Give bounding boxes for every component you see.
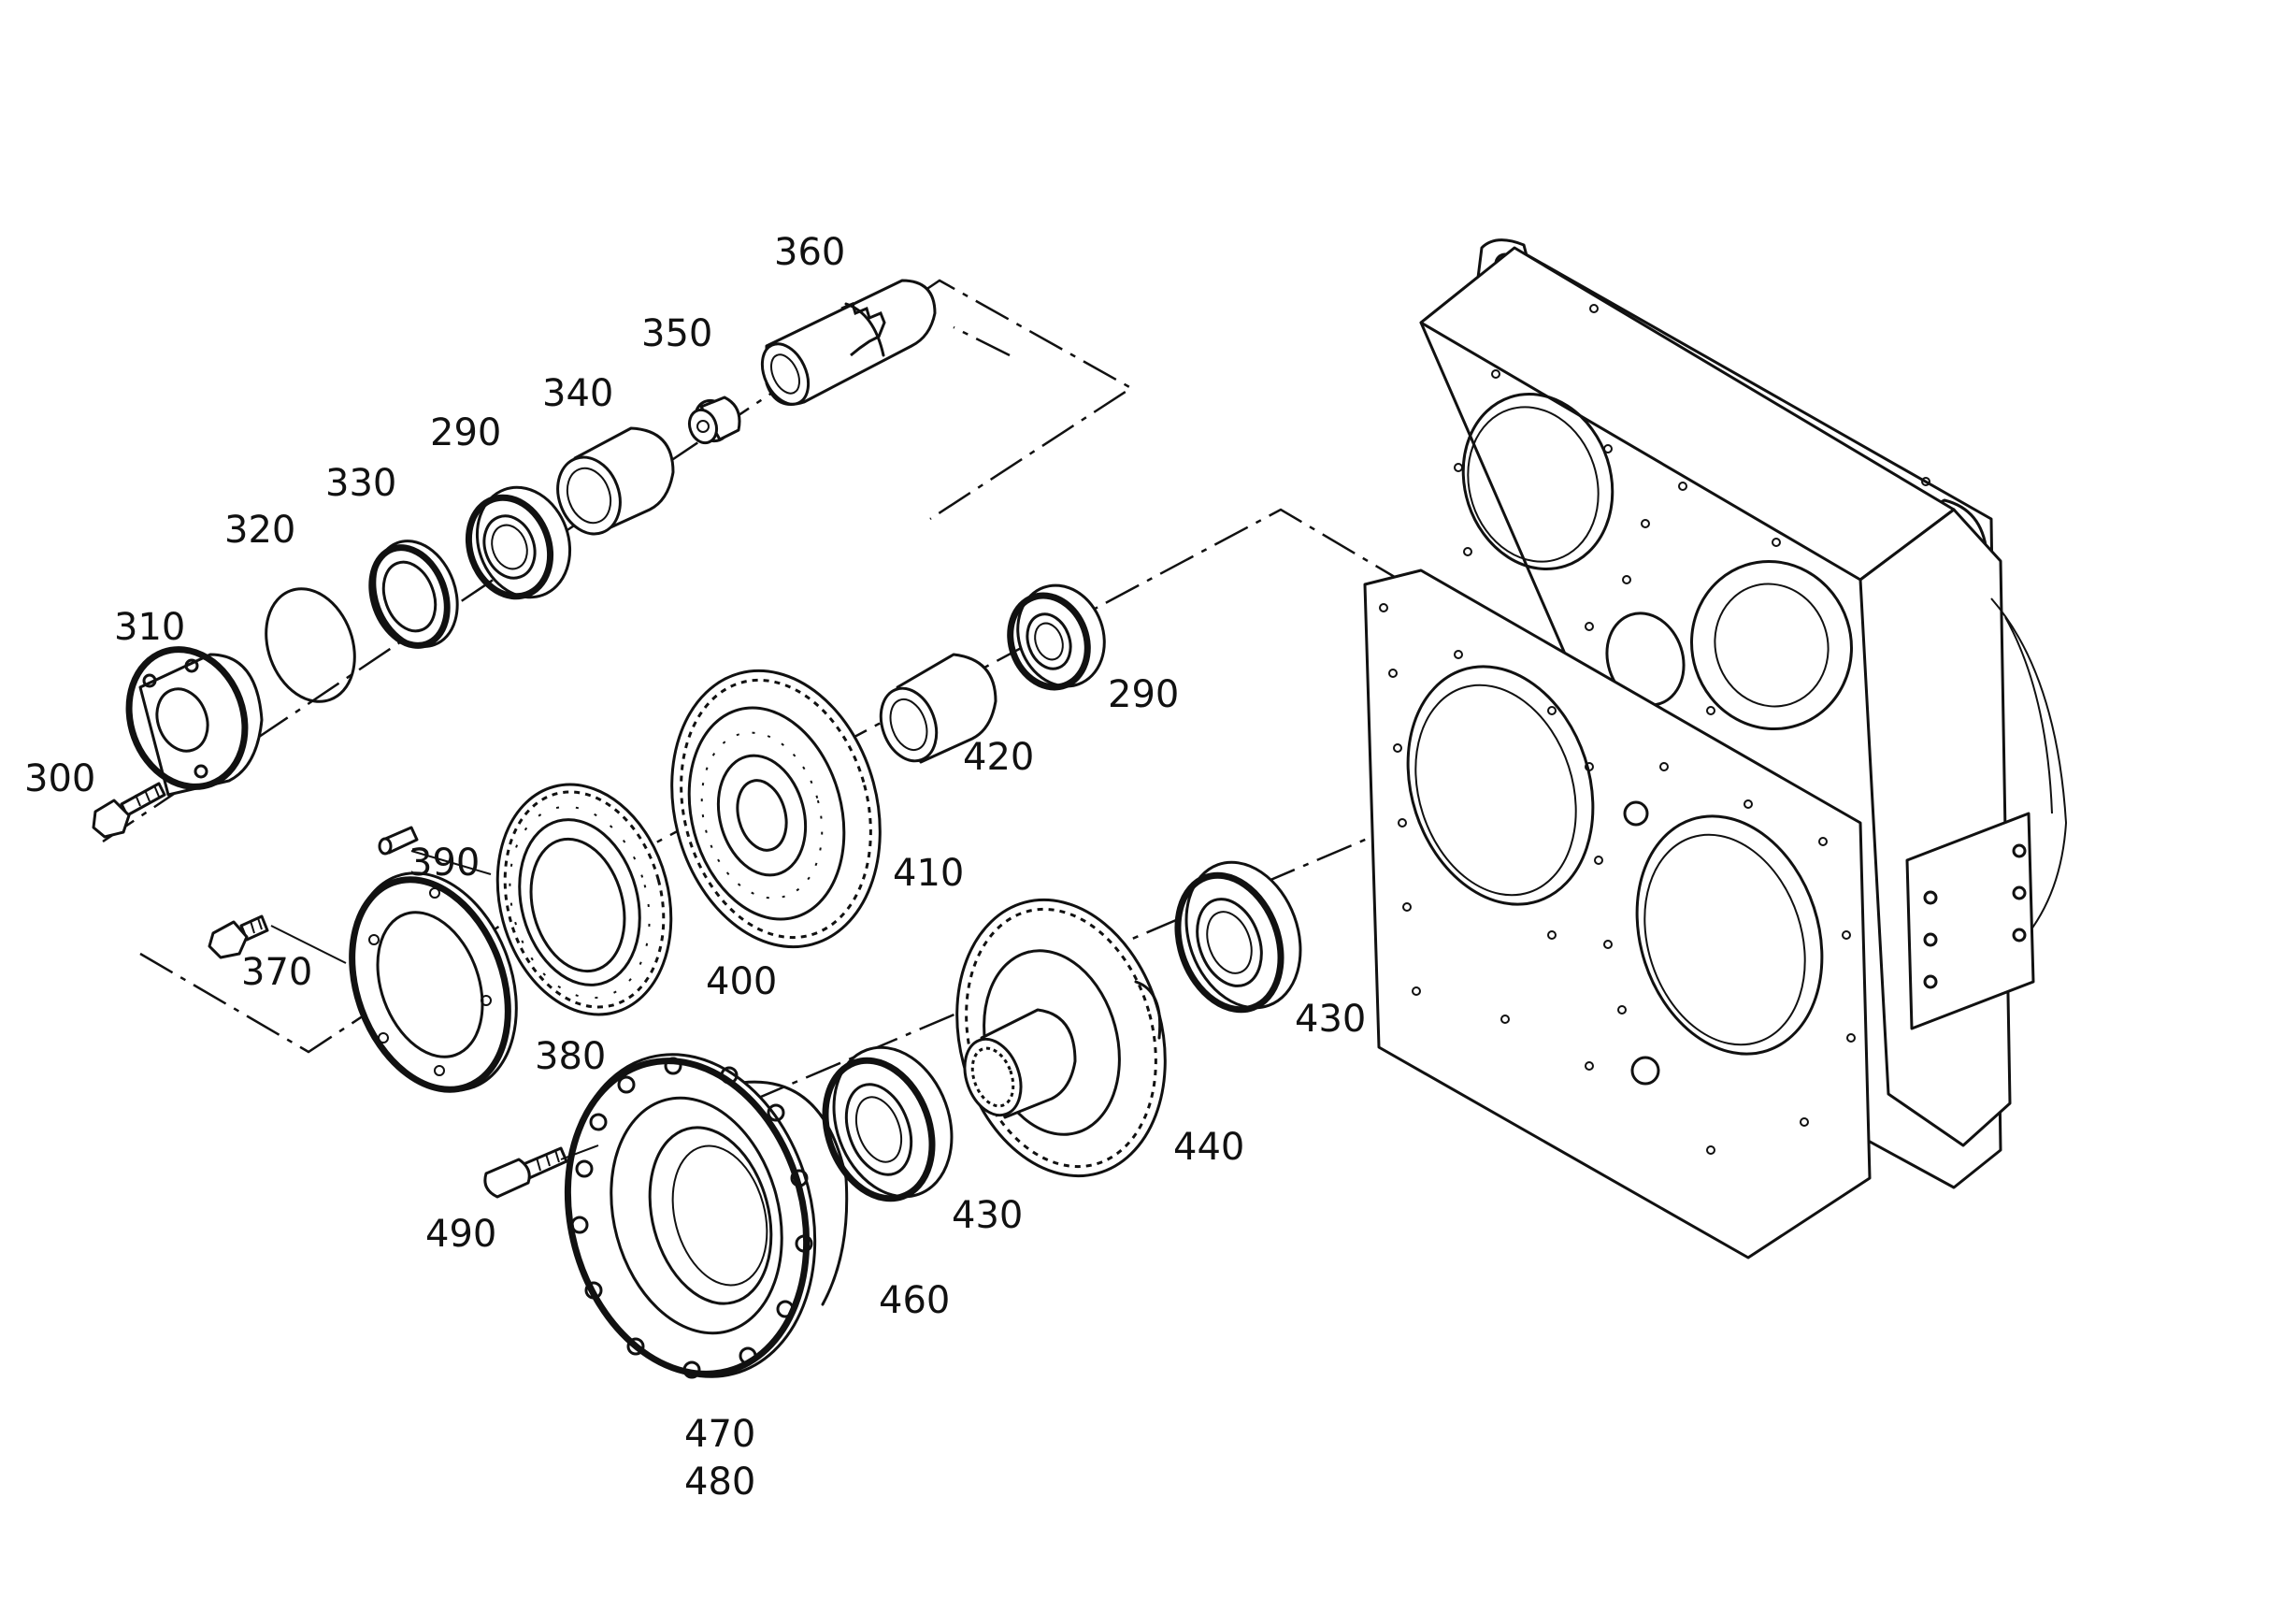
- callout-430-lower: 430: [952, 1194, 1023, 1237]
- part-320-o-ring: [265, 587, 356, 703]
- part-370-bolt: [208, 914, 269, 959]
- callout-310: 310: [114, 606, 185, 649]
- part-490-bolt: [483, 1146, 568, 1199]
- part-430-bearing-lower: [822, 1045, 954, 1202]
- part-290-bearing-lower: [1007, 583, 1106, 691]
- part-400-ring-gear: [495, 783, 673, 1016]
- callout-290-upper: 290: [430, 411, 501, 454]
- part-420-sleeve: [879, 653, 997, 764]
- part-410-large-gear: [670, 669, 882, 949]
- part-330-seal-ring: [368, 540, 459, 649]
- callout-470: 470: [684, 1413, 755, 1456]
- callout-480: 480: [684, 1461, 755, 1504]
- callout-290-lower: 290: [1108, 673, 1179, 716]
- part-470-480-flange-housing: [564, 1053, 817, 1379]
- callout-410: 410: [893, 852, 964, 895]
- callout-300: 300: [24, 757, 95, 800]
- part-430-bearing-upper: [1174, 860, 1302, 1014]
- part-360-splined-shaft: [760, 279, 937, 406]
- callout-320: 320: [224, 509, 295, 552]
- callout-360: 360: [774, 231, 845, 274]
- leader-lines: [270, 850, 599, 1160]
- part-310-cover: [125, 646, 264, 797]
- callout-340: 340: [542, 372, 613, 415]
- callout-400: 400: [706, 960, 777, 1003]
- part-390-pin: [378, 826, 419, 856]
- part-290-bearing-upper: [465, 485, 572, 600]
- callout-430-upper: 430: [1295, 998, 1366, 1041]
- part-350-spline-bushing: [687, 396, 741, 445]
- part-460-shim-ring: [727, 1080, 849, 1306]
- callout-330: 330: [325, 462, 396, 505]
- part-380-ring-plate: [349, 871, 518, 1093]
- part-300-bolt: [92, 782, 166, 839]
- callout-labels: 360 350 340 290 330 320 310 300 290 420 …: [24, 231, 1366, 1504]
- callout-440: 440: [1173, 1126, 1244, 1169]
- callout-380: 380: [535, 1035, 606, 1078]
- part-440-gear-with-hub: [955, 898, 1167, 1178]
- part-340-sleeve: [556, 426, 675, 536]
- callout-420: 420: [963, 736, 1034, 779]
- callout-390: 390: [409, 842, 480, 885]
- callout-370: 370: [241, 951, 312, 994]
- assembly-axis-lines: [102, 279, 1590, 1152]
- callout-460: 460: [879, 1279, 950, 1322]
- callout-350: 350: [641, 312, 712, 355]
- gearbox-housing: [1363, 238, 2068, 1259]
- callout-490: 490: [425, 1213, 496, 1256]
